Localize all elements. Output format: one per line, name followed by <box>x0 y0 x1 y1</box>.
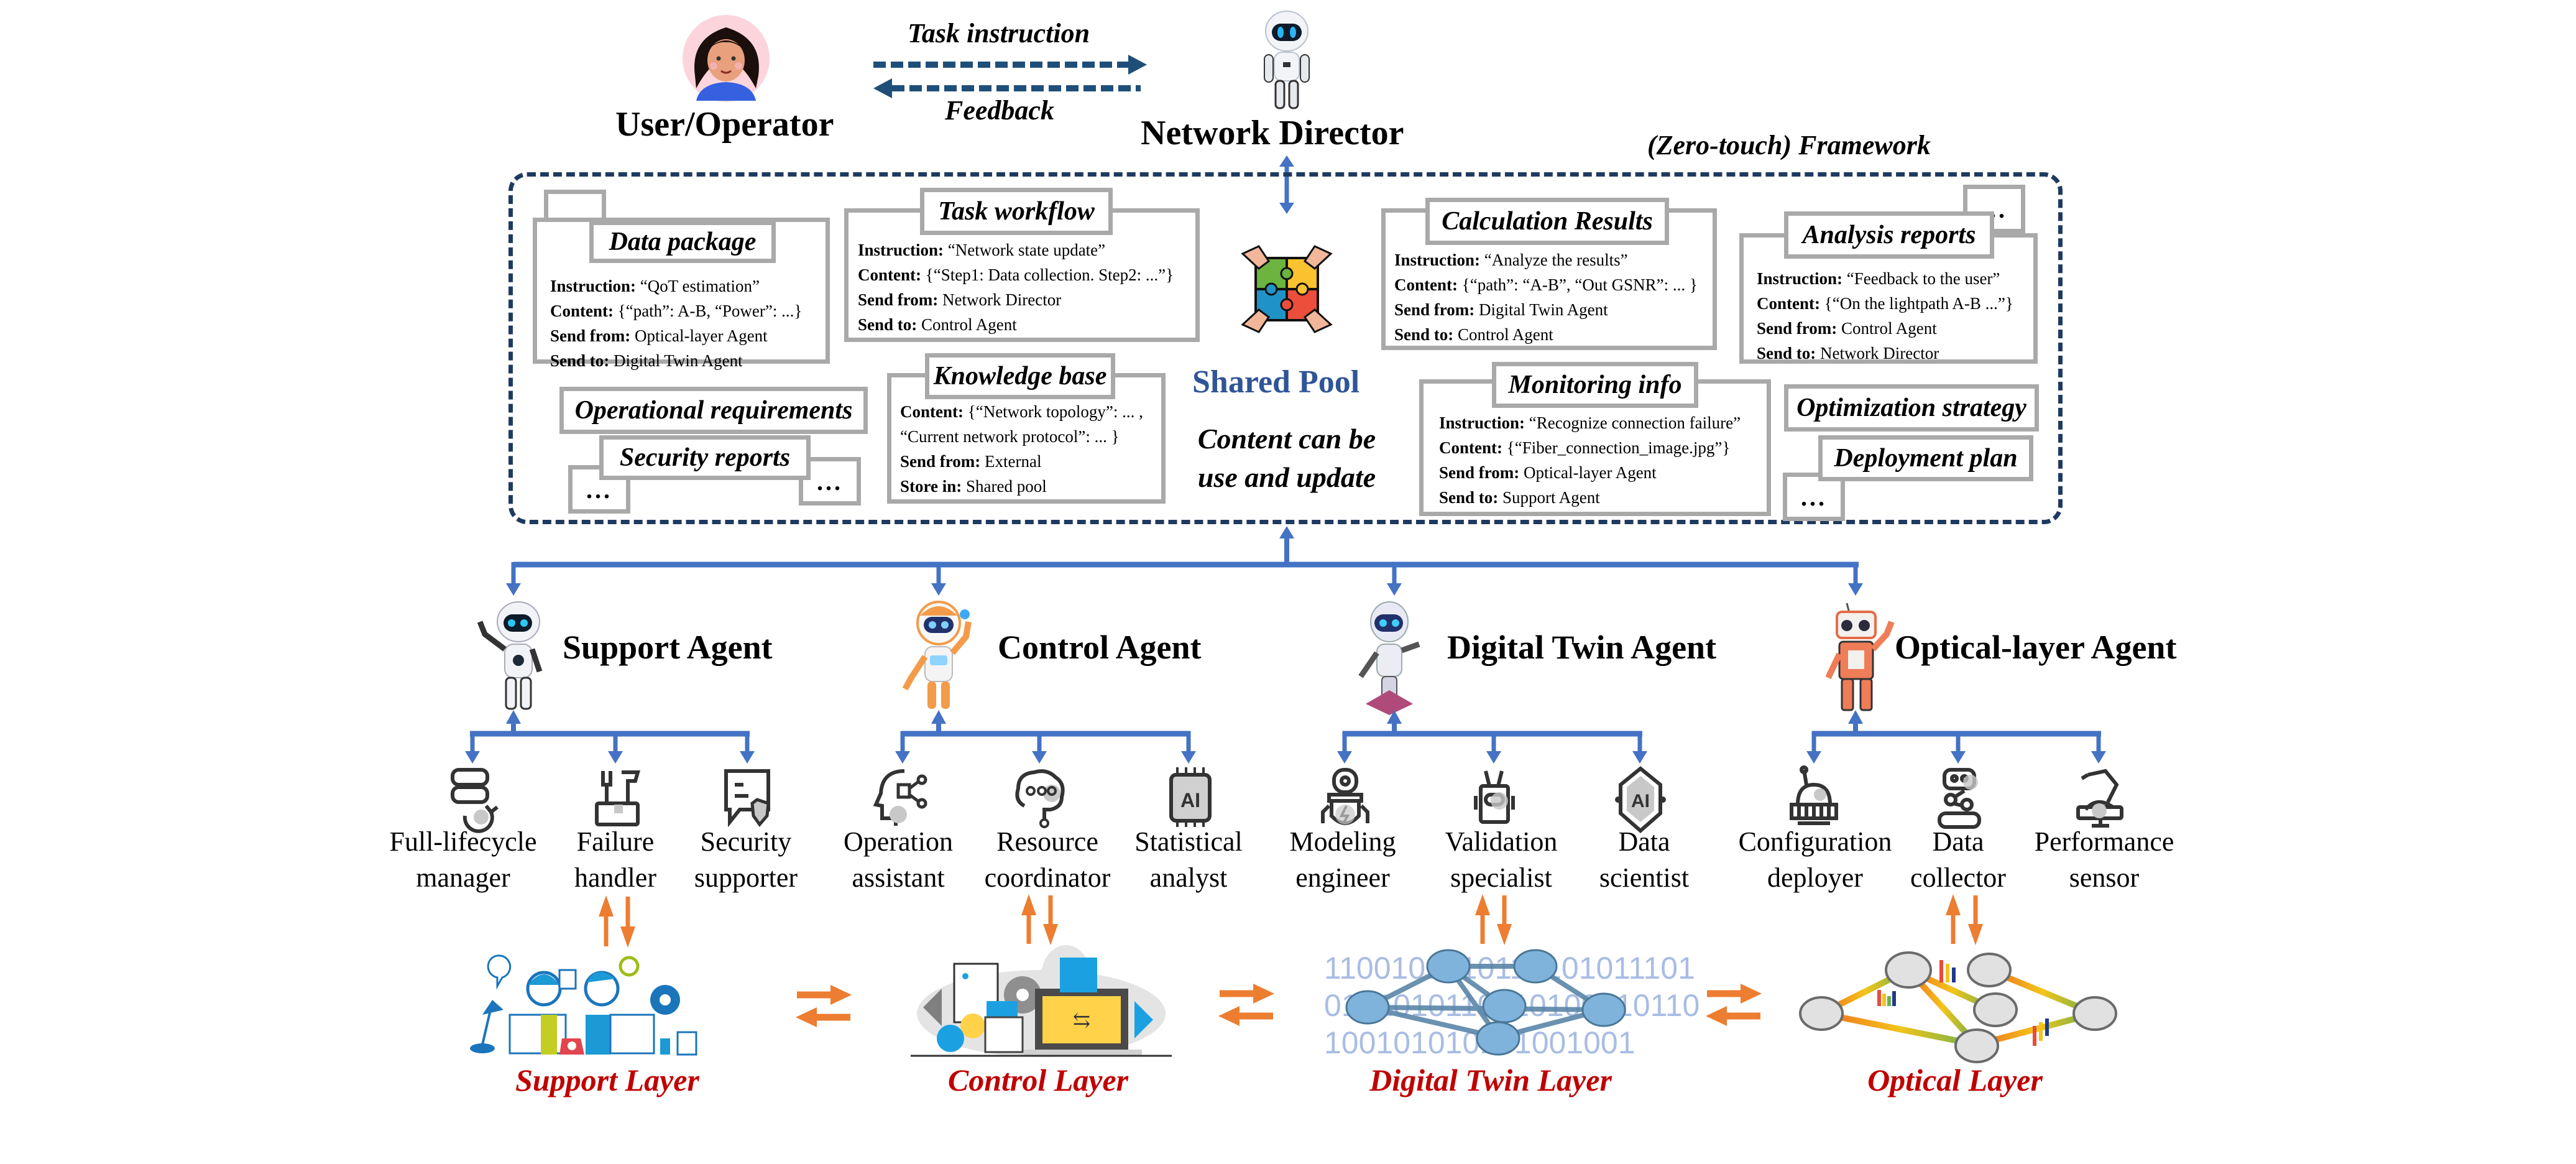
ai-hexagon-icon: AI <box>1615 766 1666 833</box>
server-cycle-icon <box>451 768 499 833</box>
framework-dashed-border <box>508 172 2063 524</box>
task-instruction-label: Task instruction <box>908 18 1090 48</box>
director-framework-arrow <box>1279 155 1294 214</box>
digital-twin-layer-illustration: 1100101010110101011101 01010101100101000… <box>1324 949 1700 1060</box>
network-director-label: Network Director <box>1141 114 1404 152</box>
repair-tools-icon <box>595 770 640 826</box>
svg-text:⇆: ⇆ <box>1073 1009 1091 1032</box>
task-workflow-title: Task workflow <box>920 188 1113 235</box>
task-instruction-arrow <box>873 55 1147 75</box>
optimization-strategy-box: Optimization strategy <box>1784 384 2039 432</box>
network-director-robot <box>1264 11 1310 109</box>
control-layer-illustration: ⇆ <box>911 945 1172 1057</box>
robot-arm-sensor-icon <box>2076 769 2123 828</box>
optical-layer-agent-robot <box>1825 603 1895 711</box>
svg-text:AI: AI <box>1631 791 1650 811</box>
digital-twin-agent-robot <box>1358 601 1420 715</box>
support-agent-label: Support Agent <box>563 629 773 666</box>
data-package-title: Data package <box>589 221 776 263</box>
optical-layer-agent-label: Optical-layer Agent <box>1895 629 2177 666</box>
optical-layer-label: Optical Layer <box>1867 1063 2043 1097</box>
user-avatar <box>683 15 770 102</box>
monitoring-info-body: Instruction: “Recognize connection failu… <box>1439 413 1741 507</box>
knowledge-base-title: Knowledge base <box>925 353 1115 399</box>
validation-robot-icon <box>1474 770 1515 824</box>
task-workflow-body: Instruction: “Network state update” Cont… <box>858 241 1174 334</box>
deployer-robot-icon <box>1790 765 1838 825</box>
ellipsis-box: ... <box>1783 473 1845 521</box>
monitoring-info-card <box>1419 379 1771 516</box>
support-layer-illustration <box>470 954 697 1056</box>
head-circuit-icon <box>873 769 927 826</box>
control-agent-label: Control Agent <box>998 629 1202 666</box>
collector-robot-icon <box>1938 768 1981 829</box>
monitoring-info-title: Monitoring info <box>1492 362 1698 408</box>
brain-gear-icon <box>1015 769 1065 828</box>
knowledge-base-body: Content: {“Network topology”: ... , “Cur… <box>900 402 1143 496</box>
calculation-results-title: Calculation Results <box>1425 198 1669 245</box>
user-operator-label: User/Operator <box>615 105 834 144</box>
security-chat-icon <box>724 769 770 828</box>
ai-chip-icon: AI <box>1169 767 1212 827</box>
feedback-arrow <box>873 78 1141 98</box>
modeling-robot-icon <box>1321 768 1369 825</box>
calculation-results-body: Instruction: “Analyze the results” Conte… <box>1394 251 1698 344</box>
svg-text:AI: AI <box>1180 789 1200 811</box>
digital-twin-layer-label: Digital Twin Layer <box>1369 1063 1612 1097</box>
feedback-label: Feedback <box>945 95 1054 126</box>
security-reports-box: Security reports <box>599 435 811 480</box>
control-agent-robot <box>902 601 972 709</box>
deployment-plan-box: Deployment plan <box>1818 435 2033 481</box>
control-layer-label: Control Layer <box>947 1063 1129 1097</box>
operational-requirements-box: Operational requirements <box>559 387 868 434</box>
digital-twin-agent-label: Digital Twin Agent <box>1447 629 1717 666</box>
data-package-body: Instruction: “QoT estimation” Content: {… <box>550 277 803 370</box>
analysis-reports-title: Analysis reports <box>1784 211 1994 259</box>
shared-pool-title: Shared Pool <box>1192 364 1360 400</box>
puzzle-hands-icon <box>1241 245 1333 333</box>
analysis-reports-body: Instruction: “Feedback to the user” Cont… <box>1757 269 2013 363</box>
support-agent-robot <box>477 601 543 710</box>
support-layer-label: Support Layer <box>515 1063 699 1097</box>
optical-layer-illustration <box>1799 951 2117 1063</box>
shared-pool-note: Content can be use and update <box>1197 423 1376 493</box>
framework-title: (Zero-touch) Framework <box>1647 130 1931 160</box>
